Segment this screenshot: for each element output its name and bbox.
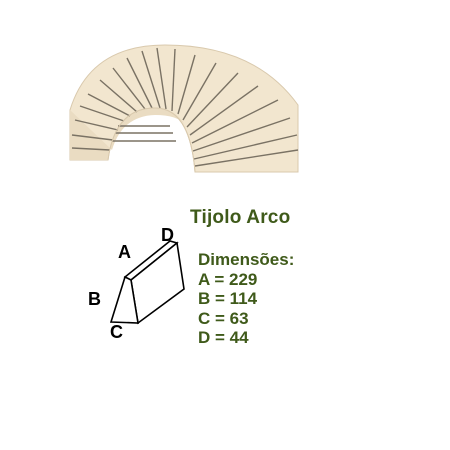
label-d: D bbox=[161, 225, 174, 245]
arch-opening bbox=[107, 107, 196, 173]
arch-illustration bbox=[69, 44, 299, 173]
label-a: A bbox=[118, 242, 131, 262]
dimension-b: B = 114 bbox=[198, 289, 258, 308]
arch-front-face bbox=[70, 108, 185, 160]
arch-mortar-lines bbox=[71, 47, 299, 167]
dimension-d: D = 44 bbox=[198, 328, 249, 347]
dimensions-list: Dimensões: A = 229 B = 114 C = 63 D = 44 bbox=[198, 250, 294, 348]
dimensions-heading: Dimensões: bbox=[198, 250, 295, 269]
brick-end-face bbox=[109, 275, 139, 324]
dimension-c: C = 63 bbox=[198, 308, 249, 328]
dimension-a: A = 229 bbox=[198, 269, 258, 289]
brick-title: Tijolo Arco bbox=[190, 207, 291, 228]
brick-wedge-diagram bbox=[109, 240, 185, 325]
label-b: B bbox=[88, 289, 101, 309]
label-c: C bbox=[110, 322, 123, 342]
